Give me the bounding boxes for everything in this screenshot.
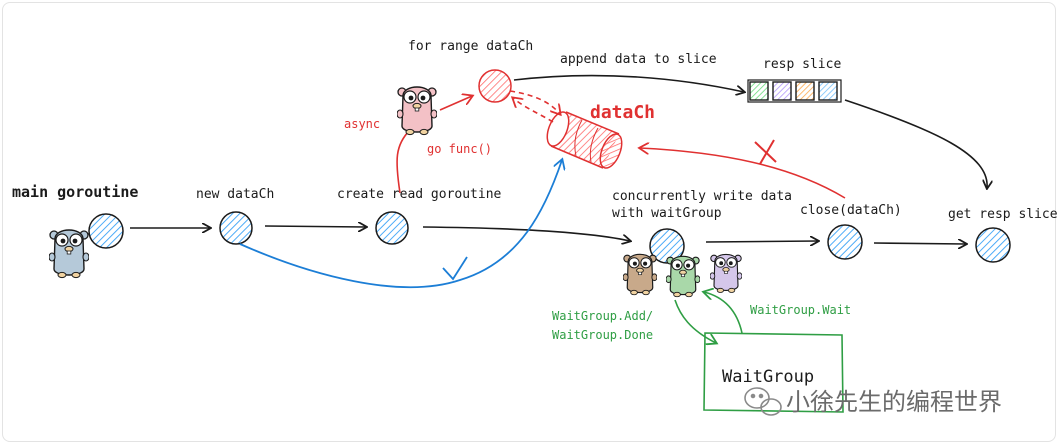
flow-arrows-black [130,74,987,244]
resp-slice-array [747,79,842,103]
label-close-datach: close(dataCh) [800,203,902,218]
label-concurrently-line2: with waitGroup [612,206,722,221]
datach-channel-cylinder [546,111,623,169]
arrow-wait [704,292,743,334]
watermark-text: 小徐先生的编程世界 [786,388,1002,416]
waitgroup-box [703,332,844,413]
arrow-new-datach-to-channel [239,160,562,289]
label-async: async [344,117,380,131]
gopher-mascot-icon [49,229,89,279]
label-for-range-datach: for range dataCh [408,39,533,54]
arrow-close-to-get [873,243,966,244]
label-go-func: go func() [427,142,492,156]
flow-arrows-red [396,90,846,199]
gopher-mascot-icon [397,86,437,136]
label-resp-slice: resp slice [763,57,841,72]
node-close-datach [827,224,863,260]
node-create-read-goroutine [375,211,409,245]
arrow-gopher-to-range [439,96,472,111]
label-new-datach: new dataCh [196,187,274,202]
label-wg-wait: WaitGroup.Wait [750,303,851,317]
gopher-mascot-icon [623,253,657,296]
label-main-goroutine: main goroutine [12,183,138,201]
arrow-slice-to-get [844,99,987,188]
node-concurrent-write [649,228,685,264]
arrow-close-to-datach [640,148,846,199]
arrow-range-to-slice [513,74,744,92]
arrow-async-spawn [396,129,411,194]
arrow-datach-back-to-range [513,98,554,123]
label-wg-add-line1: WaitGroup.Add/ [552,309,653,323]
label-append-data: append data to slice [560,52,717,67]
arrow-write-to-close [705,241,818,242]
wechat-logo-icon [744,387,782,416]
node-new-datach [219,211,253,245]
arrow-new-to-create [264,226,366,227]
arrow-add-done [674,299,716,343]
node-get-resp-slice [975,227,1011,263]
flow-arrow-blue [239,160,562,289]
flow-arrows-green [674,292,743,343]
label-waitgroup: WaitGroup [722,367,814,387]
node-for-range [478,69,512,103]
gopher-mascot-icon [710,253,742,294]
arrow-range-read-datach [509,90,560,114]
label-create-read-goroutine: create read goroutine [337,187,502,202]
label-datach: dataCh [590,102,655,123]
label-get-resp-slice: get resp slice [948,207,1058,222]
arrow-create-to-write [422,226,630,241]
cross-mark-icon [754,139,777,165]
check-mark-icon [442,256,468,281]
label-concurrently-line1: concurrently write data [612,189,792,204]
gopher-mascot-icon [666,255,700,298]
label-wg-add-line2: WaitGroup.Done [552,328,653,342]
node-main-goroutine [88,213,124,249]
